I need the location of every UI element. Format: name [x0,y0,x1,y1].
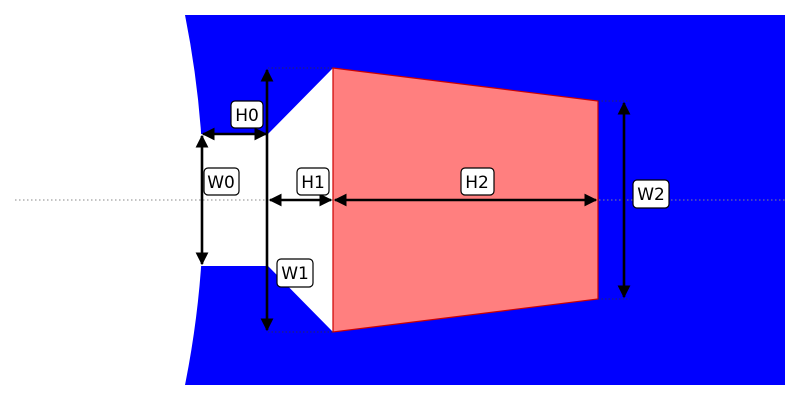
w2-label: W2 [632,179,670,209]
dimension-arrows [195,68,631,332]
h0-label: H0 [230,100,264,129]
h1-label: H1 [296,167,330,196]
w2-label-text: W2 [637,185,665,205]
w0-label-text: W0 [207,173,235,193]
w1-label-text: W1 [281,264,309,284]
h2-label: H2 [460,167,495,196]
h0-label-text: H0 [235,106,259,126]
w0-label: W0 [203,167,240,196]
h1-label-text: H1 [301,173,325,193]
h2-label-text: H2 [465,173,489,193]
extension-guides [268,67,630,333]
w1-label: W1 [276,258,314,288]
